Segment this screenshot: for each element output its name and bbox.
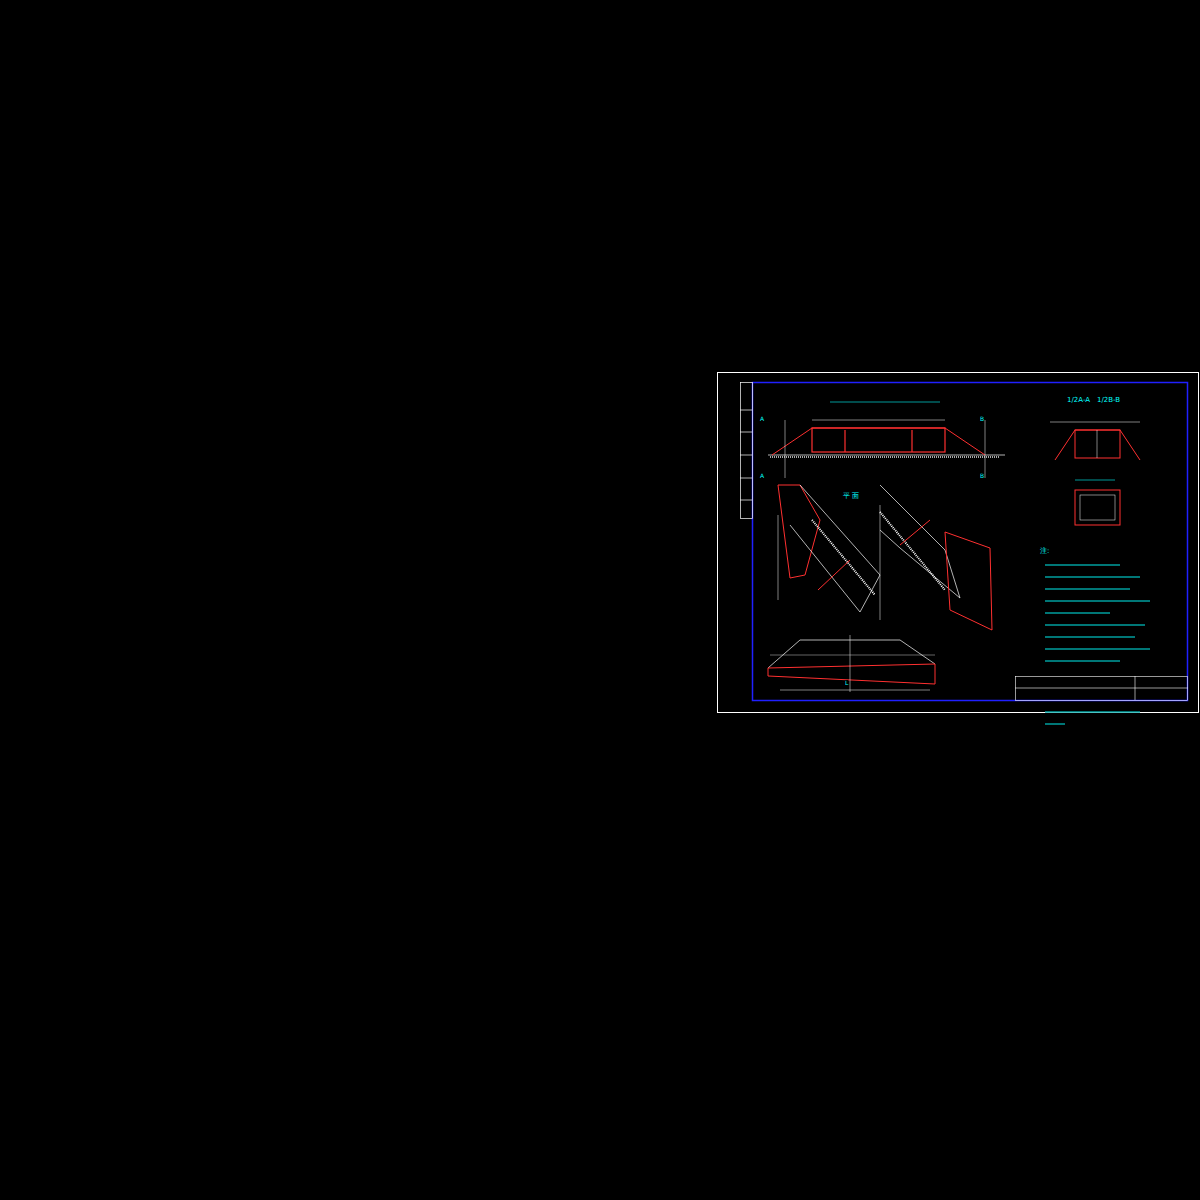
length-calc-diagram	[768, 635, 935, 692]
drawing-label: B	[980, 473, 984, 479]
cross-section	[1050, 422, 1140, 525]
sheet-border	[718, 373, 1199, 713]
drawing-label: A	[760, 416, 764, 422]
note-lines	[1045, 565, 1150, 724]
inner-frame	[753, 383, 1188, 701]
drawing-label: 注:	[1040, 548, 1049, 555]
longitudinal-section	[768, 402, 1005, 478]
drawing-label: A	[760, 473, 764, 479]
drawing-label: 1/2B-B	[1097, 397, 1120, 404]
title-block	[1015, 676, 1188, 701]
drawing-label: 平 面	[843, 493, 859, 500]
drawing-label: 1/2A-A	[1067, 397, 1090, 404]
binding-strip	[740, 383, 753, 519]
plan-view	[778, 485, 992, 630]
drawing-label: B	[980, 416, 984, 422]
drawing-label: L	[845, 680, 848, 686]
